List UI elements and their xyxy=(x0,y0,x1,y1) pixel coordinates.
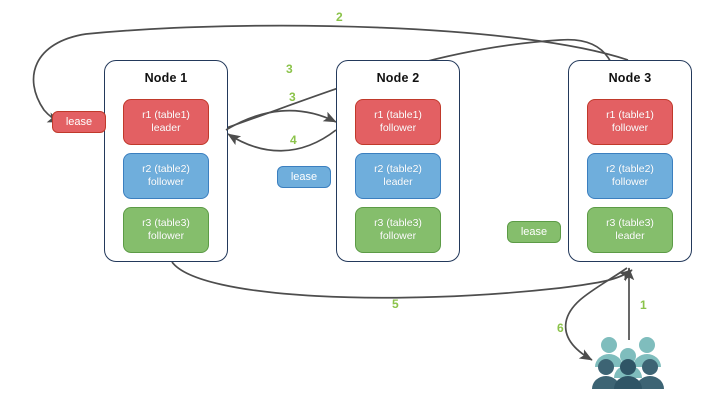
lease-badge-table1-label: lease xyxy=(65,116,93,128)
node-3-replica-r2[interactable]: r2 (table2) follower xyxy=(587,153,673,199)
step-label-6: 6 xyxy=(557,321,564,335)
node-2-replica-r1-name: r1 (table1) xyxy=(374,109,422,121)
node-3-replica-r1[interactable]: r1 (table1) follower xyxy=(587,99,673,145)
step-label-3a: 3 xyxy=(286,62,293,76)
arrow-step-6 xyxy=(564,267,628,361)
node-3-title: Node 3 xyxy=(608,71,652,85)
node-2-replica-r1-role: follower xyxy=(379,122,417,134)
node-2-replica-r2[interactable]: r2 (table2) leader xyxy=(355,153,441,199)
arrow-step-3-request xyxy=(225,109,337,131)
node-3-container[interactable]: Node 3 r1 (table1) follower r2 (table2) … xyxy=(568,60,692,262)
arrow-step-5 xyxy=(171,261,633,299)
step-label-3b: 3 xyxy=(289,90,296,104)
node-3-replica-r1-role: follower xyxy=(611,122,649,134)
node-1-replica-r3[interactable]: r3 (table3) follower xyxy=(123,207,209,253)
node-2-replica-r3[interactable]: r3 (table3) follower xyxy=(355,207,441,253)
lease-badge-table2[interactable]: lease xyxy=(277,166,331,188)
node-1-replica-r2-role: follower xyxy=(147,176,185,188)
node-3-replica-r3-name: r3 (table3) xyxy=(606,217,654,229)
step-label-4: 4 xyxy=(290,133,297,147)
node-2-replica-r2-role: leader xyxy=(383,176,413,188)
node-2-replica-r2-name: r2 (table2) xyxy=(374,163,422,175)
node-2-replica-r3-name: r3 (table3) xyxy=(374,217,422,229)
step-label-1: 1 xyxy=(640,298,647,312)
step-label-5: 5 xyxy=(392,297,399,311)
node-3-replica-r3[interactable]: r3 (table3) leader xyxy=(587,207,673,253)
node-2-title: Node 2 xyxy=(376,71,420,85)
node-1-title: Node 1 xyxy=(144,71,188,85)
node-3-replica-r3-role: leader xyxy=(615,230,645,242)
node-1-replica-r1-role: leader xyxy=(151,122,181,134)
node-1-replica-r1[interactable]: r1 (table1) leader xyxy=(123,99,209,145)
node-3-replica-r2-name: r2 (table2) xyxy=(606,163,654,175)
node-1-replica-r2-name: r2 (table2) xyxy=(142,163,190,175)
lease-badge-table3[interactable]: lease xyxy=(507,221,561,243)
arrow-step-4-response xyxy=(227,129,337,152)
lease-badge-table3-label: lease xyxy=(520,226,548,238)
node-3-replica-r2-role: follower xyxy=(611,176,649,188)
node-1-replica-r3-role: follower xyxy=(147,230,185,242)
node-1-container[interactable]: Node 1 r1 (table1) leader r2 (table2) fo… xyxy=(104,60,228,262)
node-2-replica-r1[interactable]: r1 (table1) follower xyxy=(355,99,441,145)
node-2-container[interactable]: Node 2 r1 (table1) follower r2 (table2) … xyxy=(336,60,460,262)
lease-badge-table2-label: lease xyxy=(290,171,318,183)
node-2-replica-r3-role: follower xyxy=(379,230,417,242)
arrow-step-2 xyxy=(32,24,629,123)
node-3-replica-r1-name: r1 (table1) xyxy=(606,109,654,121)
node-1-replica-r1-name: r1 (table1) xyxy=(142,109,190,121)
step-label-2: 2 xyxy=(336,10,343,24)
node-1-replica-r2[interactable]: r2 (table2) follower xyxy=(123,153,209,199)
node-1-replica-r3-name: r3 (table3) xyxy=(142,217,190,229)
users-icon xyxy=(592,337,664,389)
